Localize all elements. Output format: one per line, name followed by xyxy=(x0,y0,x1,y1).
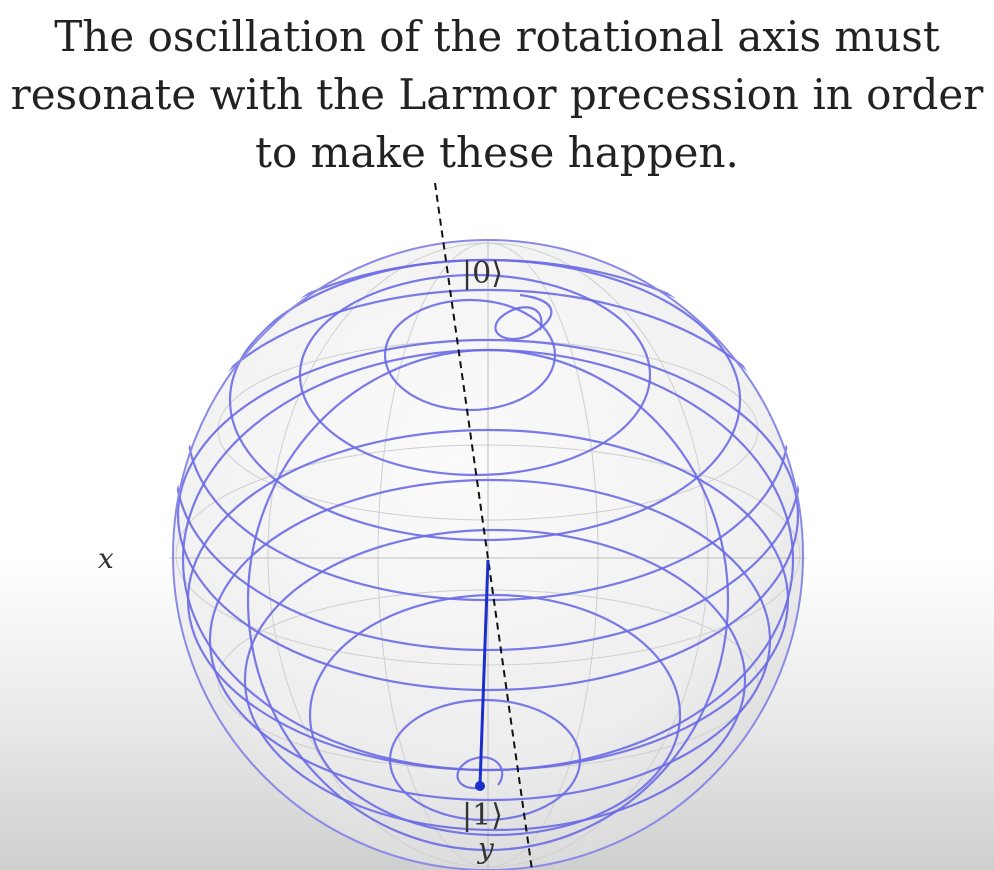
caption-line-2: resonate with the Larmor precession in o… xyxy=(10,70,984,119)
x-axis-label: x xyxy=(98,542,114,575)
caption-line-3: to make these happen. xyxy=(255,128,739,177)
rotation-axis xyxy=(434,182,533,870)
caption-line-1: The oscillation of the rotational axis m… xyxy=(54,12,940,61)
sphere-outline xyxy=(172,239,804,870)
state-vector-tip xyxy=(475,781,485,791)
ket0-label: |0⟩ xyxy=(462,256,503,291)
caption: The oscillation of the rotational axis m… xyxy=(0,8,994,182)
ket1-label: |1⟩ xyxy=(462,798,503,833)
y-axis-label: y xyxy=(476,832,495,865)
state-vector xyxy=(478,559,490,786)
